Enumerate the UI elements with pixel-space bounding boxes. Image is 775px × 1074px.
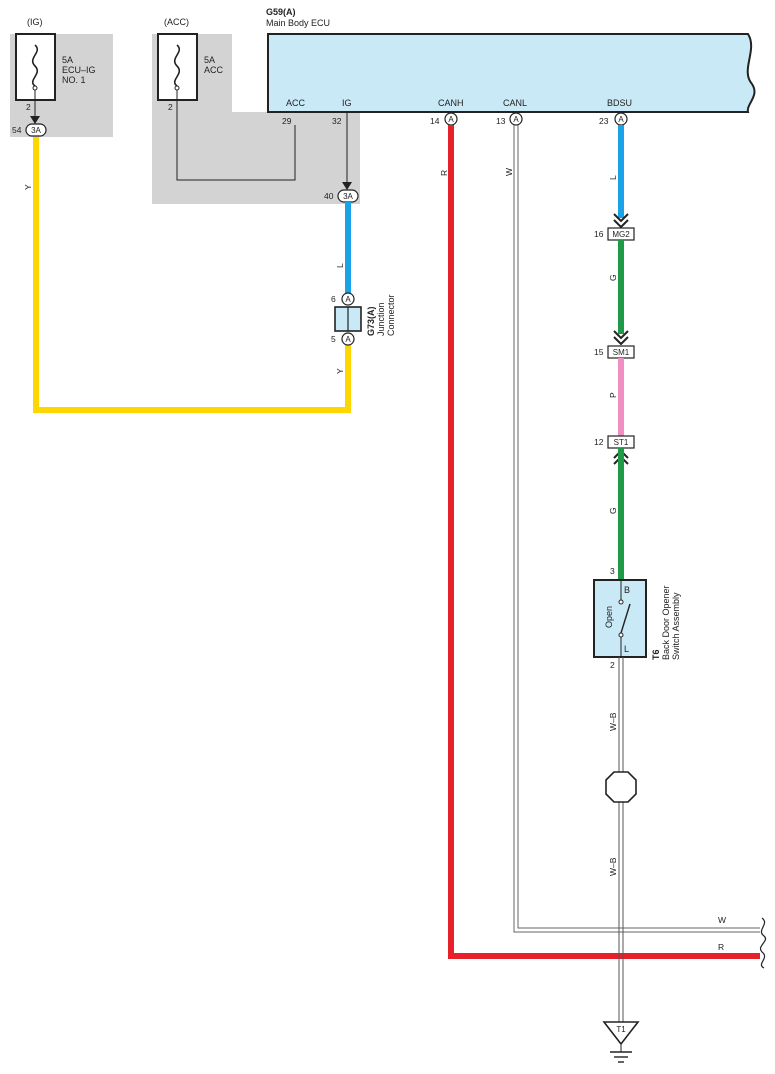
switch-state: Open xyxy=(604,606,614,628)
ecu-terminal-canl: CANL xyxy=(503,98,527,108)
junction-pin-bottom: 5 xyxy=(331,334,336,344)
ground-id: T1 xyxy=(616,1025,626,1034)
connector-sm1-pin: 15 xyxy=(594,347,604,357)
wire-label-y1: Y xyxy=(23,184,33,190)
acc-fuse-area xyxy=(152,34,360,204)
wire-white-edge xyxy=(517,125,760,929)
wire-label-l2: L xyxy=(608,175,618,180)
acc-fuse-pin: 2 xyxy=(168,102,173,112)
mg2-chevron xyxy=(613,213,629,229)
connector-sm1-id: SM1 xyxy=(613,348,630,357)
connector-st1-pin: 12 xyxy=(594,437,604,447)
wire-label-p1: P xyxy=(608,392,618,398)
ecu-terminal-ig: IG xyxy=(342,98,352,108)
ground-connector-t1[interactable] xyxy=(602,1021,640,1046)
switch-term-bottom: L xyxy=(624,644,629,654)
acc-fuse-name: ACC xyxy=(204,65,224,75)
ecu-code: G59(A) xyxy=(266,7,296,17)
connector-mg2-pin: 16 xyxy=(594,229,604,239)
ecu-conn-canl-id: A xyxy=(513,115,519,124)
ig-fuse-name: ECU–IG xyxy=(62,65,96,75)
wire-yellow xyxy=(33,137,351,413)
ecu-conn-bdsu-id: A xyxy=(618,115,624,124)
ecu-pin-23: 23 xyxy=(599,116,609,126)
junction-name: Junction xyxy=(376,302,386,336)
ecu-terminal-canh: CANH xyxy=(438,98,464,108)
wire-break-mark xyxy=(760,917,766,969)
junction-pin-5[interactable] xyxy=(341,332,355,346)
main-body-ecu[interactable] xyxy=(267,33,756,113)
junction-pin-5-conn: A xyxy=(345,335,351,344)
wire-label-g2: G xyxy=(608,507,618,514)
switch-contact xyxy=(620,603,631,634)
ig-arrow xyxy=(30,116,40,124)
wire-label-r2: R xyxy=(718,942,724,952)
wire-red xyxy=(448,125,760,959)
wire-label-w2: W xyxy=(718,915,726,925)
connector-3a-ig[interactable] xyxy=(25,123,47,137)
ig-fuse-group: (IG) xyxy=(27,17,43,27)
ecu-name: Main Body ECU xyxy=(266,18,330,28)
ecu-pin-13: 13 xyxy=(496,116,506,126)
ecu-pin-32: 32 xyxy=(332,116,342,126)
connector-3a-main-pin: 40 xyxy=(324,191,334,201)
acc-fuse-group: (ACC) xyxy=(164,17,189,27)
switch-code: T6 xyxy=(651,649,661,660)
connector-3a-main-id: 3A xyxy=(343,192,353,201)
acc-wire xyxy=(176,90,296,181)
sm1-chevron xyxy=(613,330,629,346)
switch-name-2: Switch Assembly xyxy=(671,592,681,660)
acc-fuse-rating: 5A xyxy=(204,55,215,65)
switch-pin-top: 3 xyxy=(610,566,615,576)
switch-term-top: B xyxy=(624,585,630,595)
ecu-conn-canh-id: A xyxy=(448,115,454,124)
wire-label-g1: G xyxy=(608,274,618,281)
wire-white xyxy=(513,125,760,933)
connector-st1-id: ST1 xyxy=(614,438,629,447)
junction-pin-6[interactable] xyxy=(341,292,355,306)
wire-label-y2: Y xyxy=(335,368,345,374)
back-door-opener-switch[interactable] xyxy=(593,579,647,658)
junction-pin-top: 6 xyxy=(331,294,336,304)
junction-code: G73(A) xyxy=(366,306,376,336)
switch-name: Back Door Opener xyxy=(661,585,671,660)
wire-label-l1: L xyxy=(335,263,345,268)
switch-pin-bottom: 2 xyxy=(610,660,615,670)
ecu-pin-29: 29 xyxy=(282,116,292,126)
splice-point[interactable] xyxy=(605,771,637,803)
ecu-conn-canl[interactable] xyxy=(509,112,523,126)
ground-icon xyxy=(610,1044,632,1063)
ecu-pin-14: 14 xyxy=(430,116,440,126)
wire-label-w1: W xyxy=(504,168,514,176)
connector-3a-ig-pin: 54 xyxy=(12,125,22,135)
ecu-terminal-acc: ACC xyxy=(286,98,306,108)
connector-3a-ig-id: 3A xyxy=(31,126,41,135)
wire-label-r1: R xyxy=(439,170,449,176)
connector-mg2-id: MG2 xyxy=(612,230,630,239)
wire-label-wb2: W–B xyxy=(608,857,618,876)
ecu-terminal-bdsu: BDSU xyxy=(607,98,632,108)
wire-label-wb1: W–B xyxy=(608,712,618,731)
junction-name-2: Connector xyxy=(386,294,396,336)
ig-fuse-rating: 5A xyxy=(62,55,73,65)
junction-pin-6-conn: A xyxy=(345,295,351,304)
ig-main-arrow xyxy=(342,182,352,190)
ig-fuse-name-2: NO. 1 xyxy=(62,75,86,85)
ig-fuse-pin: 2 xyxy=(26,102,31,112)
